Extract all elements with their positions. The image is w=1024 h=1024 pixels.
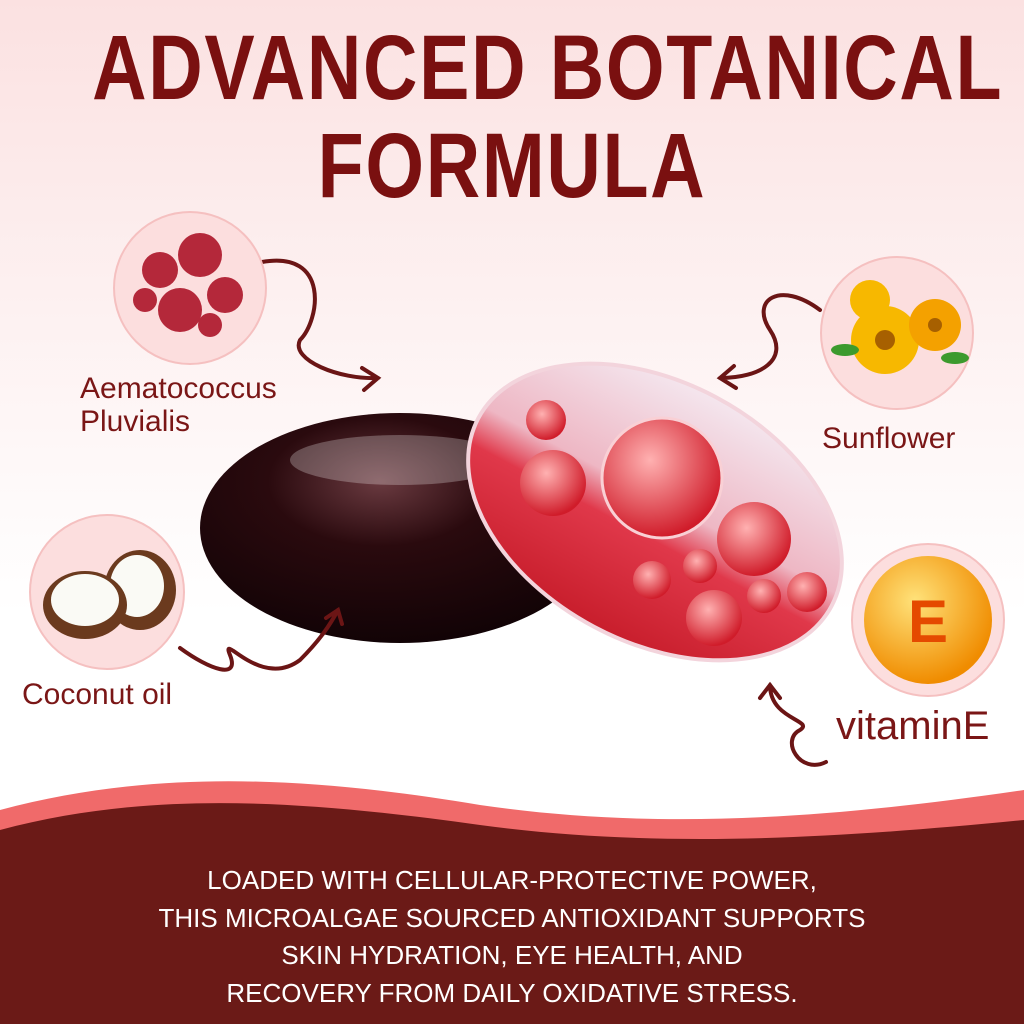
- description-line: THIS MICROALGAE SOURCED ANTIOXIDANT SUPP…: [158, 902, 866, 933]
- arrow-algae: [260, 258, 382, 392]
- arrow-coconut: [178, 606, 344, 672]
- description: LOADED WITH CELLULAR-PROTECTIVE POWER, T…: [0, 862, 1024, 1012]
- vitamin-e-icon: [864, 556, 992, 684]
- label-line-1: Aematococcus: [80, 372, 277, 405]
- sunflower-icon: [831, 280, 969, 374]
- description-line: SKIN HYDRATION, EYE HEALTH, AND: [281, 940, 743, 970]
- description-line: LOADED WITH CELLULAR-PROTECTIVE POWER,: [207, 865, 817, 895]
- algae-circle: [113, 211, 267, 365]
- title-line-1: ADVANCED BOTANICAL: [92, 17, 1004, 119]
- label-sunflower: Sunflower: [822, 422, 956, 455]
- vitamin-e-letter: E: [908, 588, 948, 655]
- bottom-band: [0, 781, 1024, 1024]
- label-line-2: Pluvialis: [80, 405, 191, 438]
- coconut-icon: [43, 550, 176, 639]
- band-fill: [0, 803, 1024, 1024]
- red-algae-icon: [133, 233, 243, 337]
- arrow-sunflower: [716, 293, 822, 390]
- title-line-2: FORMULA: [317, 115, 707, 217]
- capsule-bubbles: [520, 400, 827, 646]
- label-vitamin-e: vitaminE: [836, 704, 990, 748]
- description-line: RECOVERY FROM DAILY OXIDATIVE STRESS.: [226, 977, 798, 1008]
- label-coconut-oil: Coconut oil: [22, 678, 173, 711]
- dark-capsule-highlight: [290, 435, 510, 485]
- label-aematococcus: Aematococcus Pluvialis: [80, 372, 277, 438]
- arrow-vitamin: [758, 681, 828, 767]
